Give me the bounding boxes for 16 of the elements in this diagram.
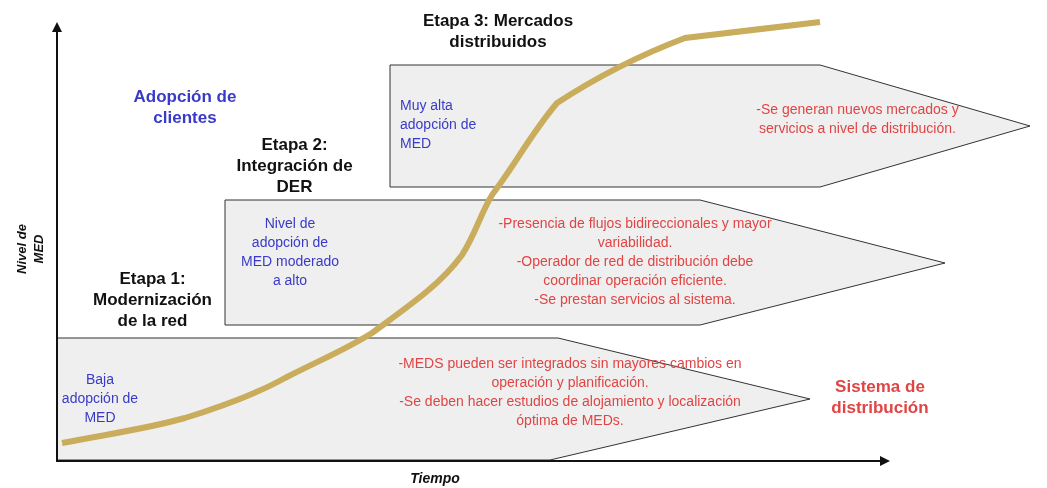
adoption-note: Baja adopción de MED (60, 370, 140, 427)
description-text: -Se deben hacer estudios de alojamiento y localización óptima de MEDs. (398, 392, 742, 430)
stage-title: Etapa 2: Integración de DER (235, 134, 354, 197)
description-text: -Presencia de flujos bidireccionales y mayor variabilidad. (497, 214, 773, 252)
description-text: -Operador de red de distribución debe coordinar operación eficiente. (515, 252, 755, 290)
stage-title: Etapa 3: Mercados distribuidos (421, 10, 575, 52)
description-text: -Se prestan servicios al sistema. (533, 290, 737, 309)
axis-title: Adopción de clientes (132, 86, 238, 128)
stage-title: Etapa 1: Modernización de la red (92, 268, 213, 331)
axis-title: Tiempo (409, 469, 461, 487)
description-text: -MEDS pueden ser integrados sin mayores cambios en operación y planificación. (397, 354, 743, 392)
adoption-note: Nivel de adopción de MED moderado a alto (240, 214, 340, 290)
adoption-note: Muy alta adopción de MED (400, 96, 478, 153)
description-text: -Se generan nuevos mercados y servicios a nivel de distribución. (755, 100, 960, 138)
axis-title: Sistema de distribución (830, 376, 930, 418)
axis-title: Nivel de MED (13, 223, 47, 276)
